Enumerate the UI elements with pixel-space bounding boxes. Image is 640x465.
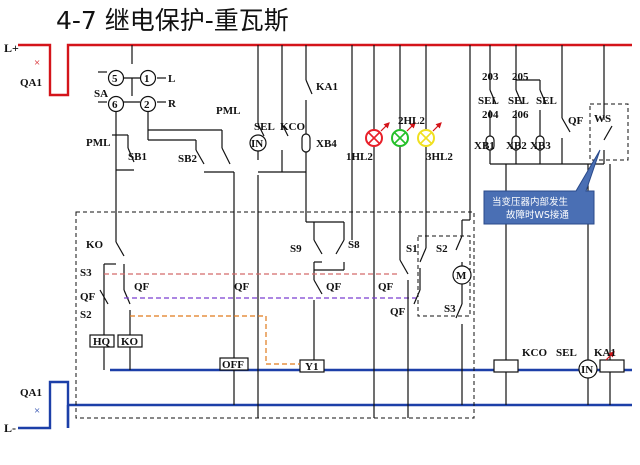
ws-gas-relay-box (589, 103, 629, 161)
svg-text:1: 1 (144, 73, 150, 85)
svg-text:3HL2: 3HL2 (426, 151, 453, 163)
sel-bottom-label: SEL (556, 347, 577, 359)
qf-right-label: QF (568, 115, 584, 127)
qf-mid1-label: QF (134, 281, 150, 293)
sel-a-label: SEL (478, 95, 499, 107)
positive-bus (18, 43, 632, 97)
terminal-204: 204 (482, 109, 499, 121)
pml-right-label: PML (216, 105, 240, 117)
terminal-205: 205 (512, 71, 529, 83)
sa-contact-5: 5 (107, 69, 125, 87)
left-column-wiring (99, 125, 235, 370)
s3-right-label: S3 (444, 303, 456, 315)
control-box-outline (75, 211, 475, 419)
sa-contact-6: 6 (107, 95, 125, 113)
ka1-top-label: KA1 (316, 81, 338, 93)
in-indicator-2: IN (578, 359, 598, 379)
negative-bus (18, 368, 632, 430)
coil-hq: HQ (89, 334, 115, 348)
ko-contact-label: KO (86, 239, 104, 251)
sel-b-label: SEL (508, 95, 529, 107)
svg-text:5: 5 (112, 73, 118, 85)
sa-position-r: R (168, 98, 177, 110)
lamp-2hl2: 2HL2 (391, 115, 425, 147)
motor: M (452, 265, 472, 285)
breaker-qa1-bottom: × QA1 (20, 387, 42, 417)
callout-line-2: 故障时WS接通 (506, 209, 569, 221)
s2-right-label: S2 (436, 243, 448, 255)
coil-ko: KO (117, 334, 143, 348)
sel-1-label: SEL (254, 121, 275, 133)
breaker-qa1-top: × QA1 (20, 57, 42, 89)
s1-label: S1 (406, 243, 418, 255)
coil-off: OFF (219, 357, 249, 371)
svg-text:IN: IN (251, 138, 263, 150)
svg-text:×: × (34, 57, 40, 69)
coil-ka1: KA1 (594, 347, 625, 373)
s2-left-label: S2 (80, 309, 92, 321)
qf-mid4-label: QF (378, 281, 394, 293)
s9-s8-branch (305, 172, 345, 360)
svg-text:KCO: KCO (522, 347, 548, 359)
selector-switch-sa (98, 45, 166, 136)
in-indicator-1: IN (249, 134, 267, 152)
sa-contact-1: 1 (139, 69, 157, 87)
sel-kco-branch (257, 45, 313, 418)
svg-text:Y1: Y1 (305, 361, 318, 373)
qf-mid5-label: QF (390, 306, 406, 318)
svg-text:XB1: XB1 (474, 140, 495, 152)
qf-mid3-label: QF (326, 281, 342, 293)
sel-c-label: SEL (536, 95, 557, 107)
breaker-qa1-top-label: QA1 (20, 77, 42, 89)
negative-bus-label: L- (4, 421, 16, 435)
svg-text:2HL2: 2HL2 (398, 115, 425, 127)
xb2-terminal: XB2 (506, 135, 527, 152)
interlock-dashed-lines (104, 273, 420, 365)
svg-text:KO: KO (121, 336, 139, 348)
page-title: 4-7 继电保护-重瓦斯 (56, 6, 289, 35)
ws-label: WS (594, 113, 611, 125)
svg-text:XB2: XB2 (506, 140, 527, 152)
breaker-qa1-bottom-label: QA1 (20, 387, 42, 399)
s9-label: S9 (290, 243, 302, 255)
svg-text:XB3: XB3 (530, 140, 551, 152)
coil-y1: Y1 (299, 359, 325, 373)
sa-label: SA (94, 88, 108, 100)
lamp-branch-wiring (351, 45, 427, 418)
svg-text:×: × (34, 405, 40, 417)
positive-bus-label: L+ (4, 41, 19, 55)
callout-line-1: 当变压器内部发生 (492, 196, 569, 208)
sa-position-l: L (168, 73, 175, 85)
kco-1-label: KCO (280, 121, 306, 133)
callout-ws-note: 当变压器内部发生 故障时WS接通 (483, 149, 601, 225)
lamp-1hl2: 1HL2 (346, 122, 390, 163)
svg-text:2: 2 (144, 99, 150, 111)
svg-text:OFF: OFF (222, 359, 244, 371)
svg-text:6: 6 (112, 99, 118, 111)
xb1-terminal: XB1 (474, 135, 495, 152)
svg-text:IN: IN (581, 364, 593, 376)
motor-branch (399, 45, 471, 418)
terminal-203: 203 (482, 71, 499, 83)
svg-text:HQ: HQ (93, 336, 111, 348)
sa-contact-2: 2 (139, 95, 157, 113)
coil-kco: KCO (493, 347, 548, 373)
pml-left-label: PML (86, 137, 110, 149)
svg-text:M: M (456, 270, 467, 282)
qf-left-label: QF (80, 291, 96, 303)
svg-text:XB4: XB4 (316, 138, 337, 150)
lamp-3hl2: 3HL2 (417, 122, 453, 163)
qf-mid2-label: QF (234, 281, 250, 293)
xb3-terminal: XB3 (530, 135, 551, 152)
terminal-206: 206 (512, 109, 529, 121)
svg-text:1HL2: 1HL2 (346, 151, 373, 163)
svg-text:KA1: KA1 (594, 347, 616, 359)
s8-label: S8 (348, 239, 360, 251)
sb2-label: SB2 (178, 153, 197, 165)
sb1-label: SB1 (128, 151, 147, 163)
s3-left-label: S3 (80, 267, 92, 279)
xb4-terminal: XB4 (301, 133, 337, 153)
